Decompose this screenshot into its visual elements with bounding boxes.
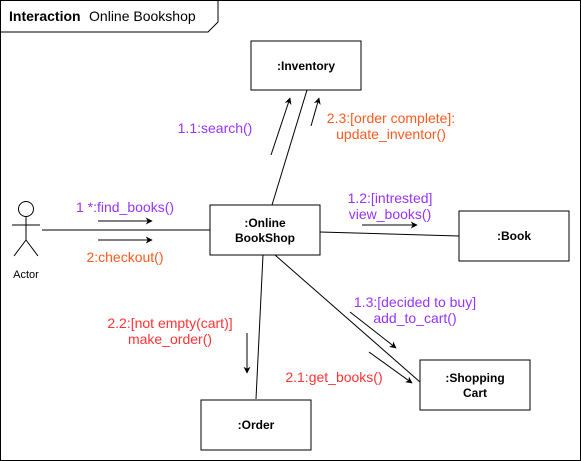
book-object[interactable]: :Book: [458, 210, 570, 262]
msg-add-to-cart-line2: add_to_cart(): [373, 310, 456, 326]
link-bookshop-order: [255, 254, 264, 400]
frame-title: Interaction Online Bookshop: [9, 8, 196, 25]
link-bookshop-inventory: [271, 89, 308, 206]
msg-view-books-line2: view_books(): [349, 206, 431, 222]
actor-right-leg: [25, 239, 39, 257]
shopping-cart-label-line1: :Shopping: [445, 371, 504, 385]
inventory-object[interactable]: :Inventory: [250, 40, 362, 91]
msg-add-to-cart-line1: 1.3:[decided to buy]: [354, 294, 476, 310]
msg-make-order-line1: 2.2:[not empty(cart)]: [107, 315, 232, 331]
bookshop-label-line1: :Online: [244, 216, 286, 230]
frame-keyword: Interaction: [9, 8, 81, 24]
msg-search: 1.1:search(): [178, 120, 253, 136]
arrow-update-inventory: [310, 97, 321, 127]
actor-head: [18, 201, 34, 217]
link-bookshop-cart: [274, 254, 421, 383]
frame-name: Online Bookshop: [89, 8, 196, 24]
msg-order-complete-line2: update_inventor(): [336, 126, 446, 142]
inventory-label: :Inventory: [277, 59, 335, 73]
link-bookshop-book: [319, 231, 460, 237]
book-label: :Book: [497, 229, 531, 243]
order-label: :Order: [238, 418, 275, 432]
bookshop-object[interactable]: :Online BookShop: [209, 204, 321, 256]
msg-make-order-line2: make_order(): [128, 331, 212, 347]
actor-left-leg: [13, 239, 27, 257]
msg-checkout: 2:checkout(): [86, 249, 163, 265]
msg-view-books-line1: 1.2:[intrested]: [348, 190, 433, 206]
msg-get-books: 2.1:get_books(): [285, 369, 382, 385]
actor-figure[interactable]: Actor: [12, 201, 40, 282]
arrow-add-to-cart: [349, 311, 397, 349]
actor-label: Actor: [13, 269, 39, 281]
bookshop-label-line2: BookShop: [235, 231, 295, 245]
arrow-search: [270, 97, 292, 156]
frame-tab: [0, 0, 219, 33]
msg-order-complete-line1: 2.3:[order complete]:: [327, 110, 455, 126]
shopping-cart-object[interactable]: :Shopping Cart: [419, 359, 531, 411]
order-object[interactable]: :Order: [200, 399, 312, 451]
arrow-get-books: [368, 351, 413, 384]
msg-find-books: 1 *:find_books(): [76, 199, 174, 215]
shopping-cart-label-line2: Cart: [463, 386, 487, 400]
